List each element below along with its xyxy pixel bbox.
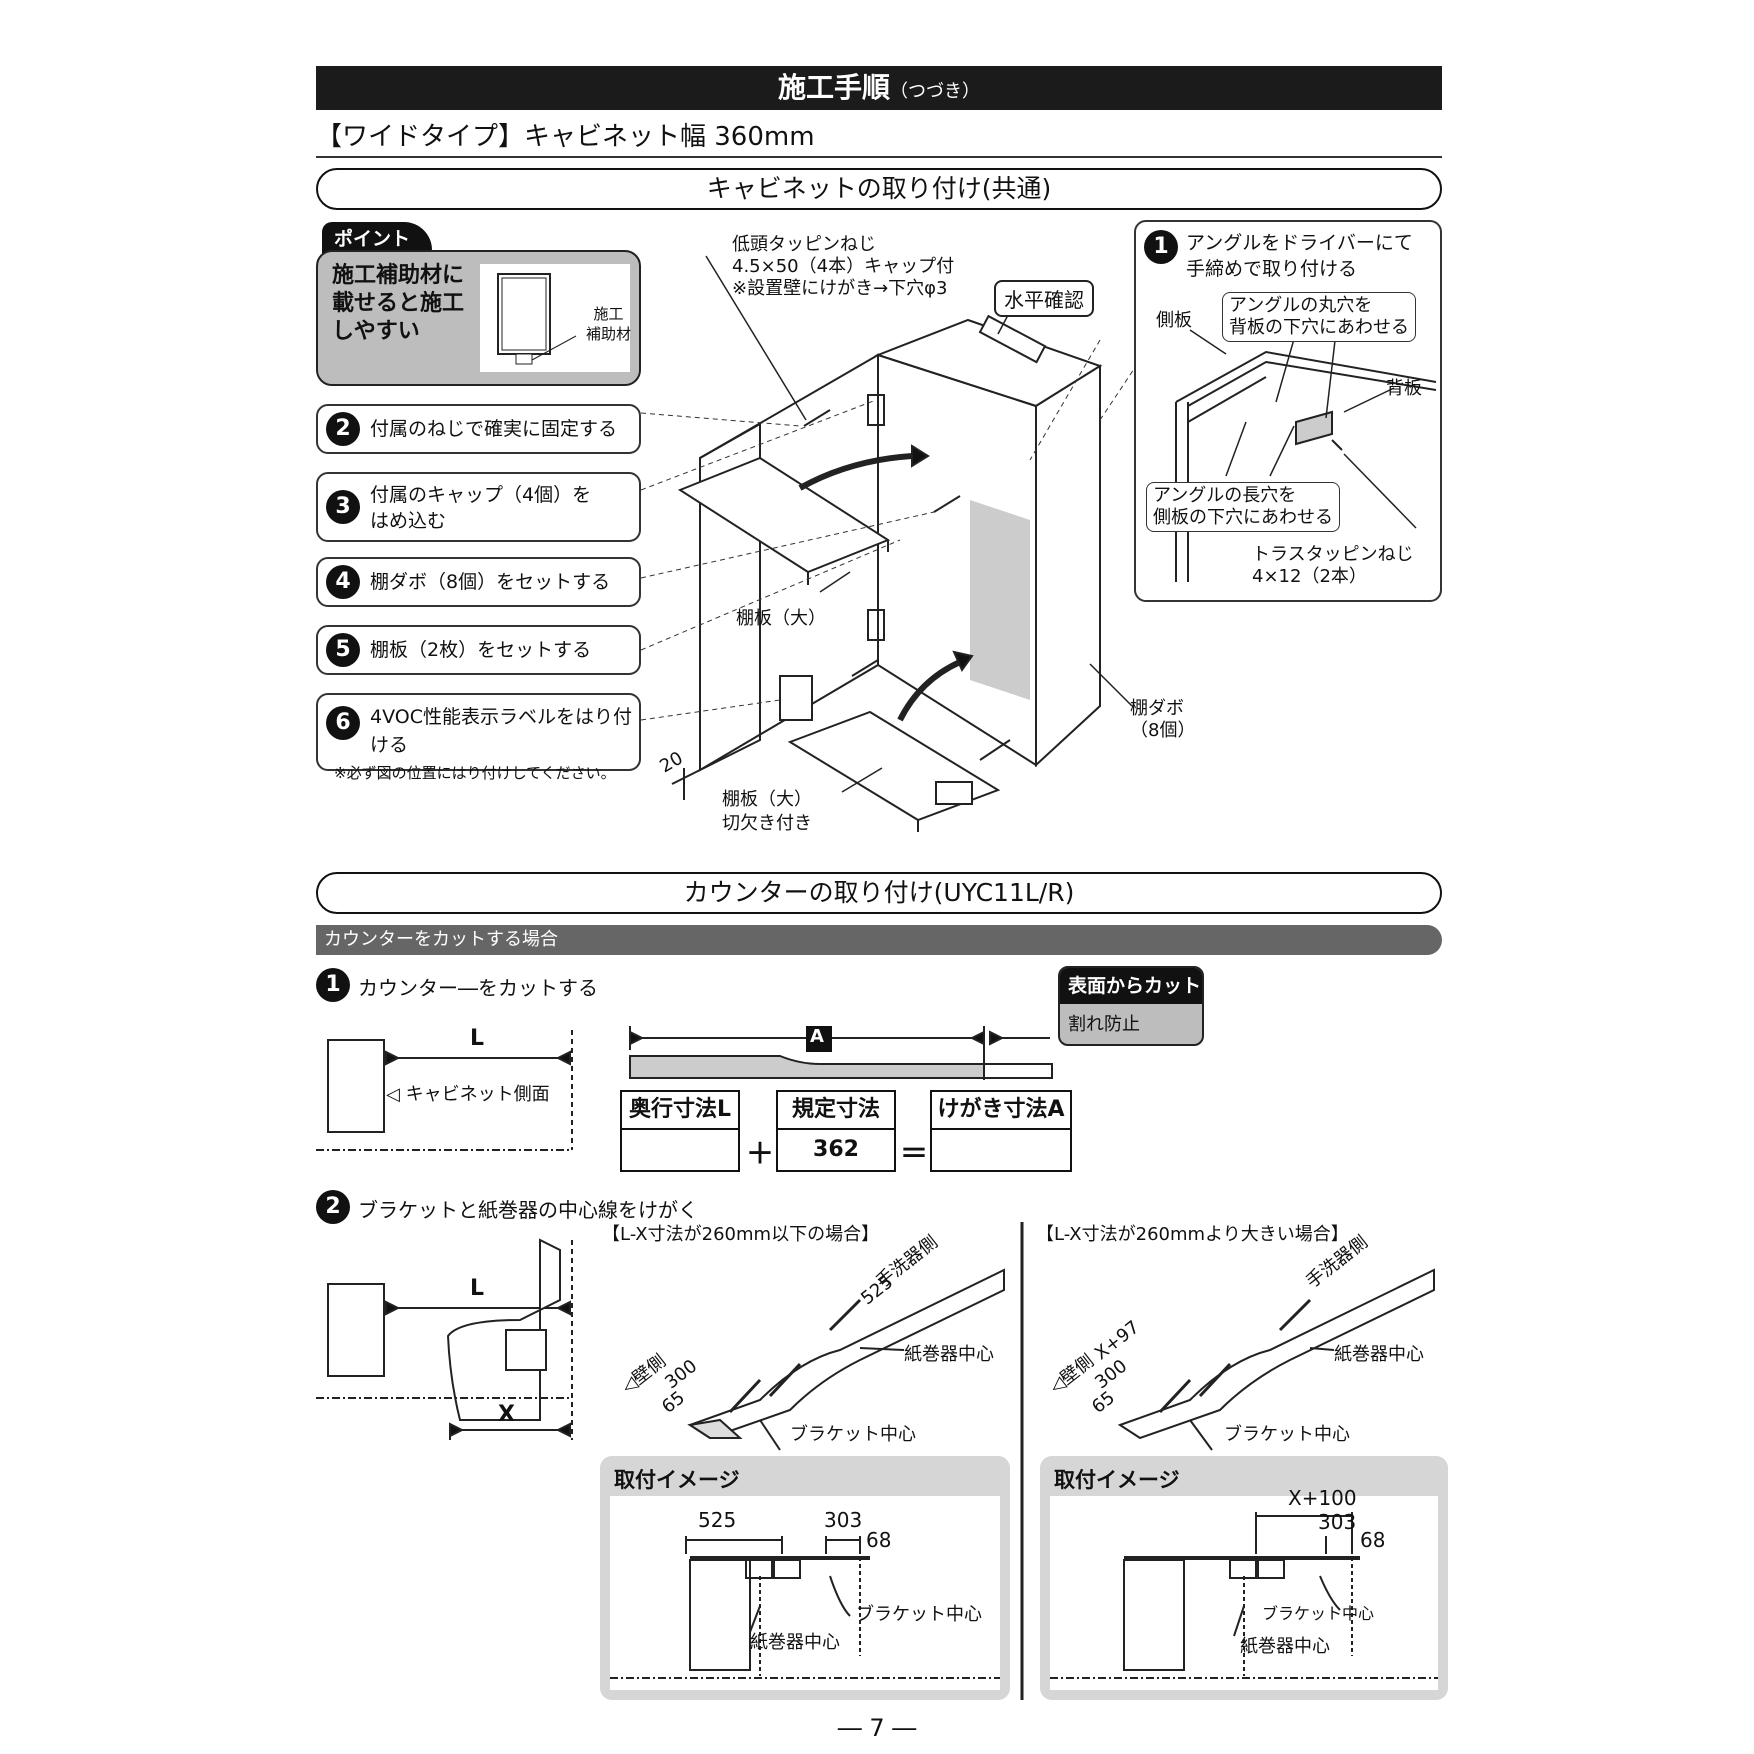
bracket-L-label: L	[470, 1276, 485, 1301]
level-check-label: 水平確認	[994, 280, 1094, 317]
dowel-label-1: 棚ダボ	[1130, 698, 1184, 719]
step-6-note: ※必ず図の位置にはり付けしてください。	[334, 764, 616, 782]
install-image-2-title: 取付イメージ	[1054, 1468, 1180, 1492]
bracket-X-label: X	[498, 1402, 515, 1427]
table-plus: ＋	[746, 1137, 775, 1170]
table-value-depth	[620, 1128, 740, 1172]
case1-title: 【L-X寸法が260mm以下の場合】	[602, 1224, 880, 1245]
install-image-1-title: 取付イメージ	[614, 1468, 740, 1492]
step-4: 4 棚ダボ（8個）をセットする	[316, 557, 641, 607]
install-1-dim-303: 303	[824, 1508, 863, 1532]
page-subtitle: 【ワイドタイプ】キャビネット幅 360mm	[316, 118, 1442, 158]
case1-paper-center: 紙巻器中心	[904, 1344, 994, 1365]
install-1-dim-68: 68	[866, 1528, 892, 1552]
step-6: 6 4VOC性能表示ラベルをはり付ける ※必ず図の位置にはり付けしてください。	[316, 693, 641, 782]
point-fig-label-1: 施工	[593, 305, 624, 323]
cut-case-bar: カウンターをカットする場合	[316, 925, 1442, 955]
install-image-2: 取付イメージ X+100 303 68 ブラケット中心 紙巻器中心	[1040, 1456, 1448, 1700]
cut-note-text: 割れ防止	[1068, 1014, 1140, 1035]
cut-note-box: 表面からカット 割れ防止	[1058, 966, 1204, 1046]
truss-screw-label-1: トラスタッピンねじ	[1252, 544, 1414, 565]
cabinet-side-label: ◁ キャビネット側面	[386, 1084, 550, 1105]
round-hole-label-1: アングルの丸穴を	[1229, 295, 1373, 316]
case2-paper-center: 紙巻器中心	[1334, 1344, 1424, 1365]
round-hole-label-2: 背板の下穴にあわせる	[1229, 317, 1409, 338]
case1-bracket-center: ブラケット中心	[790, 1424, 916, 1445]
table-value-marking	[930, 1128, 1072, 1172]
shelf-large-cut-label-2: 切欠き付き	[722, 813, 812, 834]
counter-step-2-number: 2	[316, 1190, 350, 1224]
step-5-number: 5	[326, 633, 360, 667]
install-1-dim-525: 525	[698, 1508, 737, 1532]
angle-step-number: 1	[1144, 230, 1178, 264]
table-equals: ＝	[900, 1137, 929, 1170]
step-4-number: 4	[326, 565, 360, 599]
counter-step-1-text: カウンター―をカットする	[358, 976, 598, 1000]
install-2-dim-68: 68	[1360, 1528, 1386, 1552]
install-2-dim-x100: X+100	[1288, 1486, 1357, 1510]
step-2-text: 付属のねじで確実に固定する	[370, 418, 618, 440]
shelf-large-label: 棚板（大）	[736, 608, 826, 629]
step-3-text-2: はめ込む	[370, 510, 447, 532]
counter-step-1-number: 1	[316, 968, 350, 1002]
long-hole-label-2: 側板の下穴にあわせる	[1153, 507, 1333, 528]
point-figure: 施工補助材	[480, 264, 632, 372]
install-2-paper-center: 紙巻器中心	[1240, 1636, 1330, 1657]
angle-title-1: アングルをドライバーにて	[1186, 232, 1413, 254]
screw-label-2: 4.5×50（4本）キャップ付	[732, 256, 955, 277]
counter-step-2-text: ブラケットと紙巻器の中心線をけがく	[358, 1198, 698, 1222]
screw-label-1: 低頭タッピンねじ	[732, 234, 876, 255]
angle-box: 1 アングルをドライバーにて 手締めで取り付ける 側板 背板 アングルの丸穴を …	[1134, 220, 1442, 602]
step-3-number: 3	[326, 490, 360, 524]
angle-title-2: 手締めで取り付ける	[1186, 258, 1358, 280]
screw-label-3: ※設置壁にけがき→下穴φ3	[732, 278, 948, 299]
cut-L-label: L	[470, 1026, 485, 1051]
step-6-text: 4VOC性能表示ラベルをはり付ける	[370, 706, 632, 756]
step-5: 5 棚板（2枚）をセットする	[316, 625, 641, 675]
install-image-1: 取付イメージ 525 303 68 ブラケット中心 紙巻器中心	[600, 1456, 1010, 1700]
case2-title: 【L-X寸法が260mmより大きい場合】	[1036, 1224, 1349, 1245]
point-text-3: しやすい	[332, 319, 420, 344]
page-number: ― 7 ―	[837, 1714, 917, 1742]
section-title-cabinet: キャビネットの取り付け(共通)	[316, 168, 1442, 210]
cut-note-title: 表面からカット	[1060, 968, 1202, 1004]
truss-screw-label-2: 4×12（2本）	[1252, 566, 1367, 587]
dowel-label-2: （8個）	[1130, 720, 1196, 741]
side-panel-label: 側板	[1156, 310, 1192, 331]
step-2: 2 付属のねじで確実に固定する	[316, 404, 641, 454]
step-5-text: 棚板（2枚）をセットする	[370, 639, 592, 661]
point-fig-label-2: 補助材	[586, 325, 632, 343]
install-2-dim-303: 303	[1318, 1510, 1357, 1534]
long-hole-label-1: アングルの長穴を	[1153, 485, 1297, 506]
install-1-bracket-center: ブラケット中心	[856, 1604, 982, 1625]
back-panel-label: 背板	[1386, 378, 1422, 399]
point-text-2: 載せると施工	[332, 291, 465, 316]
section-title-counter: カウンターの取り付け(UYC11L/R)	[316, 872, 1442, 914]
case2-bracket-center: ブラケット中心	[1224, 1424, 1350, 1445]
page-title-sub: （つづき）	[890, 81, 980, 102]
shelf-large-cut-label-1: 棚板（大）	[722, 789, 812, 810]
table-value-standard: 362	[776, 1128, 896, 1172]
step-2-number: 2	[326, 412, 360, 446]
install-2-bracket-center: ブラケット中心	[1262, 1604, 1375, 1623]
step-3-text: 付属のキャップ（4個）を	[370, 484, 592, 506]
step-4-text: 棚ダボ（8個）をセットする	[370, 571, 611, 593]
step-6-number: 6	[326, 706, 360, 740]
cut-A-label: A	[810, 1026, 824, 1047]
cabinet-diagram	[640, 255, 1141, 832]
point-box: 施工補助材に 載せると施工 しやすい 施工補助材	[316, 250, 641, 386]
step-3: 3 付属のキャップ（4個）をはめ込む	[316, 472, 641, 542]
point-text-1: 施工補助材に	[332, 263, 465, 288]
page-title: 施工手順（つづき）	[316, 66, 1442, 110]
install-1-paper-center: 紙巻器中心	[750, 1632, 840, 1653]
